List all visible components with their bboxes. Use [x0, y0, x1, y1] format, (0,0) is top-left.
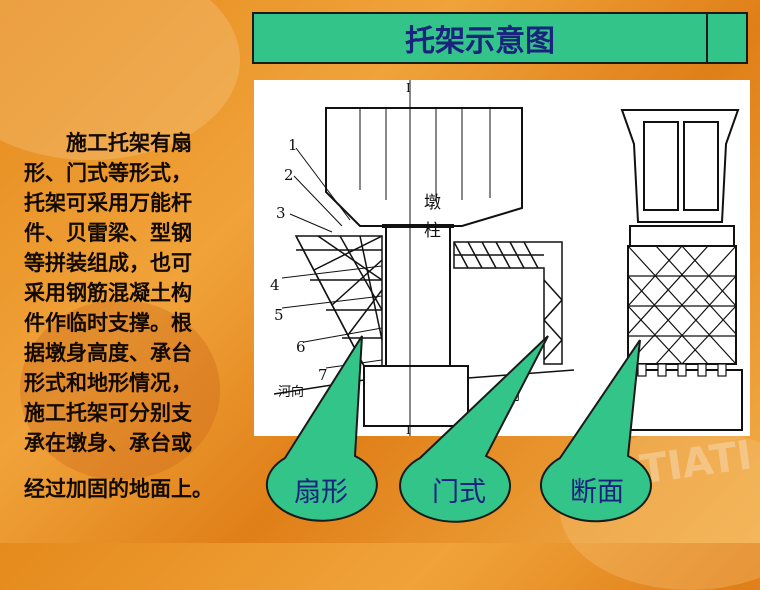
part-number: 3 — [276, 204, 286, 222]
body-line: 采用钢筋混凝土构 — [24, 280, 192, 305]
page-title: 托架示意图 — [405, 24, 555, 59]
body-line: 等拼装组成，也可 — [24, 250, 192, 275]
description-text: 施工托架有扇 形、门式等形式， 托架可采用万能杆 件、贝雷梁、型钢 等拼装组成，… — [24, 128, 246, 504]
body-line: 件作临时支撑。根 — [24, 310, 192, 335]
pier-label-1: 墩 — [424, 193, 441, 213]
axis-label-bottom: I — [406, 423, 411, 436]
body-line: 承在墩身、承台或 — [24, 430, 192, 455]
body-line: 据墩身高度、承台 — [24, 340, 192, 365]
river-label: 河向 — [278, 384, 304, 400]
part-number: 6 — [296, 338, 306, 356]
axis-label-top: I — [406, 81, 411, 95]
pier-footing — [363, 365, 469, 427]
section-view — [620, 109, 743, 431]
body-line: 托架可采用万能杆 — [24, 190, 192, 215]
callout-label-fan: 扇形 — [294, 477, 348, 508]
bank-label: 岸向 — [494, 388, 520, 404]
portal-truss — [453, 241, 563, 365]
pier-cap — [325, 107, 523, 227]
part-number: 5 — [274, 306, 284, 324]
body-line-last: 经过加固的地面上。 — [24, 476, 213, 501]
title-banner: 托架示意图 — [252, 12, 748, 64]
bracket-drawing: 墩 柱 I I 1 2 3 4 5 6 7 河向 岸向 — [270, 80, 743, 437]
part-number: 4 — [270, 276, 280, 294]
part-number: 1 — [288, 136, 298, 154]
body-line: 件、贝雷梁、型钢 — [24, 220, 192, 245]
background-blob — [20, 300, 220, 480]
body-line: 形式和地形情况， — [24, 370, 192, 395]
pier-label-2: 柱 — [424, 221, 441, 241]
callout-label-section: 断面 — [570, 477, 624, 508]
pier-column — [385, 225, 451, 367]
body-line: 施工托架有扇 — [24, 130, 192, 155]
body-line: 形、门式等形式， — [24, 160, 192, 185]
body-line: 施工托架可分别支 — [24, 400, 192, 425]
callout-label-portal: 门式 — [432, 477, 486, 508]
part-number: 2 — [284, 166, 294, 184]
bracket-diagram: 墩 柱 I I 1 2 3 4 5 6 7 河向 岸向 — [254, 80, 750, 437]
part-number: 7 — [318, 366, 328, 384]
title-divider — [706, 14, 708, 62]
